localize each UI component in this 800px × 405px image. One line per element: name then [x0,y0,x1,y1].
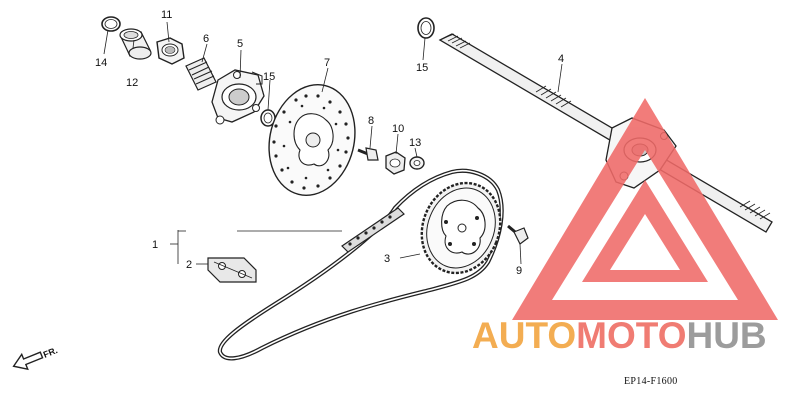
chain-link-detail [341,207,405,253]
callout-4: 4 [558,53,564,65]
callout-10: 10 [392,123,404,135]
callout-3: 3 [384,253,390,265]
leader-lines [103,21,563,265]
callout-15-right: 15 [416,62,428,74]
part-6-threaded-sleeve [185,57,217,91]
part-11-lock-nut [156,37,185,65]
watermark-logo: AUTOMOTOHUB [472,98,778,356]
part-2-master-link [207,257,257,283]
watermark-auto: AUTO [472,315,576,356]
watermark-hub: HUB [686,315,766,356]
callout-7: 7 [324,57,330,69]
watermark-moto: MOTO [576,315,686,356]
watermark-text: AUTOMOTOHUB [472,315,767,356]
drawing-code: EP14-F1600 [624,376,678,387]
callout-14: 14 [95,57,107,69]
callout-12: 12 [126,77,138,89]
front-direction-indicator: FR. [12,345,59,371]
callout-5: 5 [237,38,243,50]
part-7-brake-disc [268,84,356,196]
callout-9: 9 [516,265,522,277]
callout-8: 8 [368,115,374,127]
part-3-driven-sprocket [420,181,502,275]
callout-13: 13 [409,137,421,149]
part-15-o-ring-right [417,17,435,39]
front-direction-label: FR. [42,345,59,360]
watermark-triangle [512,98,778,320]
callout-15-left: 15 [263,71,275,83]
part-5-hub-flange [211,69,265,125]
part-13-washer [409,156,425,170]
callout-2: 2 [186,259,192,271]
callout-labels: 1 2 3 4 5 6 7 8 9 10 11 12 13 14 15 15 [95,9,564,277]
callout-1: 1 [152,239,158,251]
drive-chain [217,168,504,361]
part-9-sprocket-bolt [507,224,529,245]
callout-11: 11 [161,9,172,21]
part-12-collar [119,28,152,60]
part-10-nut [385,151,406,175]
part-8-bolt [357,147,379,161]
callout-6: 6 [203,33,209,45]
part-14-o-ring [101,16,121,32]
